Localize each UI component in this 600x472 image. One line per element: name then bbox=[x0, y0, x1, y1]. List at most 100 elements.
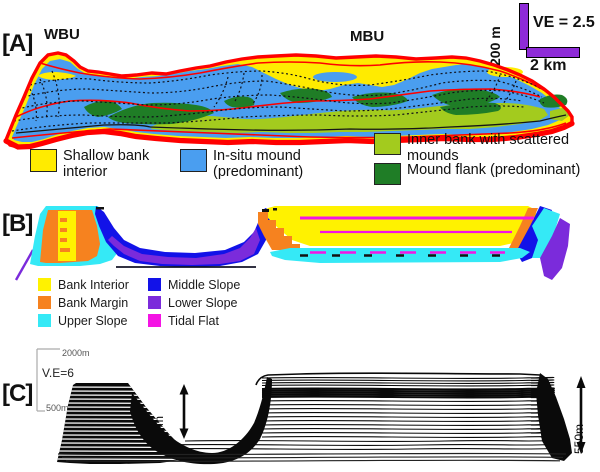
horizontal-scale-label: 2 km bbox=[530, 57, 567, 74]
horizon-line bbox=[57, 414, 186, 417]
c-basin-fill bbox=[130, 377, 272, 465]
c-margin-relief-arrow bbox=[576, 376, 586, 454]
horizontal-scale-bar bbox=[526, 47, 580, 58]
legend-b-swatch-bank-margin bbox=[38, 296, 51, 309]
horizon-line bbox=[57, 410, 186, 413]
horizon-line bbox=[261, 381, 555, 385]
horizon-line bbox=[261, 411, 555, 415]
c-right-margin bbox=[536, 373, 572, 461]
legend-b-label-upper-slope: Upper Slope bbox=[58, 313, 128, 328]
c-scale-bottom-label: 500m bbox=[46, 403, 69, 413]
horizon-line bbox=[261, 391, 555, 395]
b-platform-margin-steps bbox=[258, 212, 300, 250]
c-platform-top bbox=[255, 372, 541, 386]
b-platform-bank-interior bbox=[262, 206, 536, 246]
c-ve-label: V.E=6 bbox=[42, 366, 74, 380]
a-yellow-lens bbox=[38, 72, 76, 80]
horizon-line bbox=[159, 443, 553, 447]
b-right-upperslope-wedge bbox=[532, 208, 560, 258]
legend-b-item: Bank Margin bbox=[38, 295, 129, 310]
legend-a-swatch-insitu-mound bbox=[180, 149, 207, 172]
b-right-lowerslope-wedge bbox=[540, 218, 570, 280]
horizon-line bbox=[261, 379, 555, 382]
horizon-line bbox=[261, 423, 555, 427]
horizon-line bbox=[57, 398, 186, 401]
legend-b-column-2: Middle Slope Lower Slope Tidal Flat bbox=[148, 277, 240, 331]
legend-b-item: Bank Interior bbox=[38, 277, 129, 292]
legend-a-label-inner-bank: Inner bank with scattered mounds bbox=[407, 132, 570, 164]
horizon-line bbox=[261, 431, 555, 435]
legend-a-swatch-inner-bank bbox=[374, 133, 401, 155]
horizon-line bbox=[261, 435, 557, 439]
panel-c-label: [C] bbox=[2, 380, 33, 407]
c-scale-top-label: 2000m bbox=[62, 348, 90, 358]
b-lowerslope-line bbox=[14, 249, 35, 281]
horizon-line bbox=[261, 384, 555, 387]
legend-b-item: Tidal Flat bbox=[148, 313, 240, 328]
horizon-line bbox=[61, 456, 564, 459]
mbu-label: MBU bbox=[350, 28, 385, 45]
horizon-line bbox=[57, 438, 186, 441]
horizon-line bbox=[261, 393, 555, 397]
legend-a-label-shallow-bank: Shallow bank interior bbox=[63, 148, 150, 180]
b-left-margin-dashes bbox=[60, 218, 70, 252]
b-right-margin-band bbox=[508, 208, 538, 256]
horizon-line bbox=[57, 394, 186, 397]
legend-b-swatch-middle-slope bbox=[148, 278, 161, 291]
legend-b-label-bank-interior: Bank Interior bbox=[58, 277, 129, 292]
horizon-line bbox=[261, 403, 555, 407]
a-dotted-clinoforms bbox=[11, 70, 561, 132]
legend-b-swatch-tidal-flat bbox=[148, 314, 161, 327]
horizon-line bbox=[57, 422, 186, 425]
a-red-base-thick bbox=[3, 120, 575, 150]
legend-b-label-tidal-flat: Tidal Flat bbox=[168, 313, 219, 328]
legend-a-item: In-situ mound (predominant) bbox=[180, 148, 340, 180]
horizon-line bbox=[261, 415, 555, 419]
legend-a-label-insitu-mound: In-situ mound (predominant) bbox=[213, 148, 304, 180]
legend-b-item: Middle Slope bbox=[148, 277, 240, 292]
horizon-line bbox=[261, 387, 555, 391]
legend-a-item: Mound flank (predominant) bbox=[374, 162, 600, 185]
horizon-line bbox=[57, 418, 186, 421]
ve-label-a: VE = 2.5 bbox=[533, 14, 595, 31]
horizon-line bbox=[261, 419, 555, 423]
a-black-horizons bbox=[15, 114, 567, 134]
b-basin-lower-slope bbox=[108, 228, 260, 265]
wbu-label: WBU bbox=[44, 26, 80, 43]
horizon-line bbox=[149, 447, 553, 451]
legend-b-swatch-upper-slope bbox=[38, 314, 51, 327]
legend-a-item: Inner bank with scattered mounds bbox=[374, 132, 600, 164]
horizon-line bbox=[57, 386, 186, 389]
c-platform-horizons bbox=[149, 376, 557, 451]
legend-b-label-bank-margin: Bank Margin bbox=[58, 295, 129, 310]
horizon-line bbox=[261, 376, 555, 380]
b-tidal-flat-lines bbox=[300, 216, 534, 254]
legend-b-label-lower-slope: Lower Slope bbox=[168, 295, 238, 310]
horizon-line bbox=[261, 427, 555, 431]
horizon-line bbox=[57, 406, 186, 409]
legend-a-label-mound-flank: Mound flank (predominant) bbox=[407, 162, 581, 178]
legend-a-swatch-shallow-bank bbox=[30, 149, 57, 172]
legend-b-column-1: Bank Interior Bank Margin Upper Slope bbox=[38, 277, 129, 331]
horizon-line bbox=[57, 430, 186, 433]
c-bottom-horizons bbox=[57, 452, 567, 462]
legend-a-item: Shallow bank interior bbox=[30, 148, 180, 180]
legend-b-swatch-bank-interior bbox=[38, 278, 51, 291]
horizon-line bbox=[261, 399, 555, 403]
b-platform-top-specks bbox=[96, 207, 277, 212]
cross-section-c bbox=[36, 348, 586, 465]
cross-section-b bbox=[14, 206, 570, 281]
legend-b-item: Lower Slope bbox=[148, 295, 240, 310]
c-basin-relief-arrow bbox=[179, 384, 189, 439]
cross-section-a bbox=[3, 51, 575, 150]
a-blue-island bbox=[313, 72, 357, 82]
horizon-line bbox=[57, 390, 186, 393]
c-scale-ruler bbox=[36, 348, 60, 412]
horizon-line bbox=[57, 434, 186, 437]
legend-b-label-middle-slope: Middle Slope bbox=[168, 277, 241, 292]
horizon-line bbox=[184, 439, 553, 443]
b-basin-middle-slope bbox=[95, 206, 272, 267]
horizon-line bbox=[57, 452, 567, 456]
vertical-scale-bar bbox=[519, 3, 529, 50]
